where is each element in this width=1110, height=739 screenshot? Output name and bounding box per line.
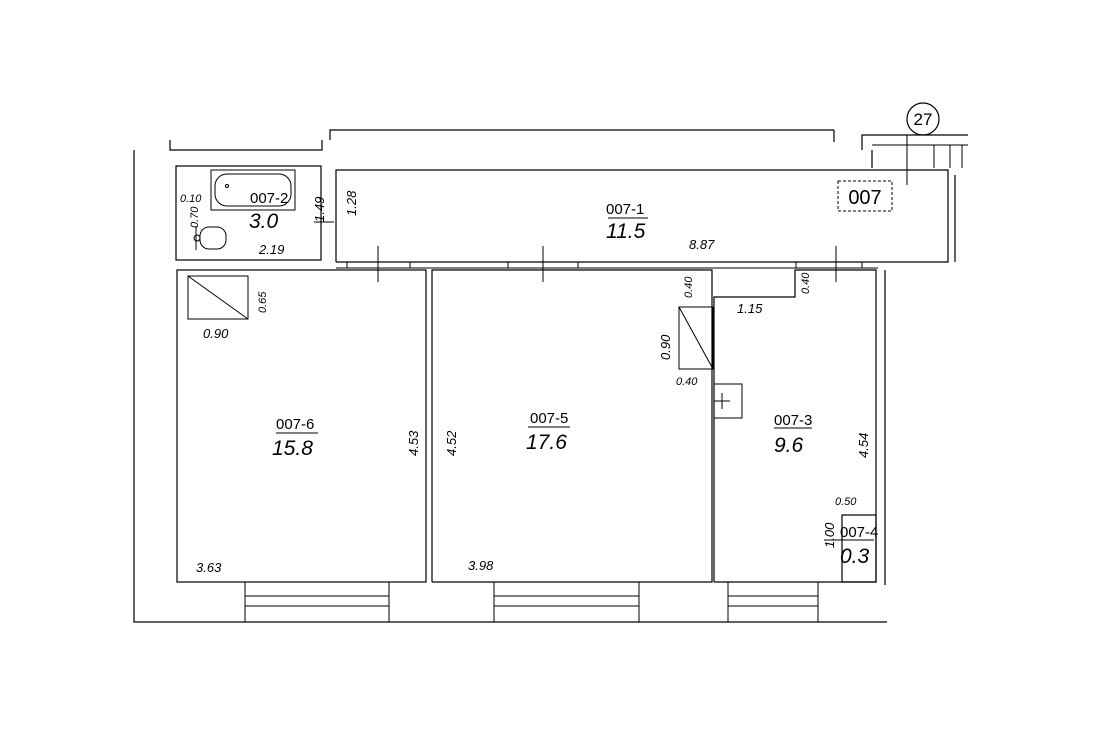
apartment-tag: 007 xyxy=(848,187,881,209)
dim-0-40-a: 0.40 xyxy=(683,276,695,298)
room-007-2: 007-2 3.0 0.10 0.70 2.19 1.49 xyxy=(175,165,334,261)
room-007-5: 0.40 0.90 0.40 007-5 17.6 4.52 3.98 xyxy=(431,269,714,622)
dim-0-10: 0.10 xyxy=(180,193,202,205)
room-area-007-2: 3.0 xyxy=(249,210,279,233)
axis-marker-label: 27 xyxy=(914,110,933,129)
dim-1-00: 1.00 xyxy=(822,522,837,548)
dim-4-52: 4.52 xyxy=(444,430,459,456)
dim-1-28: 1.28 xyxy=(344,190,359,216)
room-number-007-4: 007-4 xyxy=(840,524,878,541)
building-outline xyxy=(133,129,968,623)
dim-0-65: 0.65 xyxy=(257,291,269,313)
room-area-007-1: 11.5 xyxy=(606,220,646,243)
room-007-6: 0.65 0.90 007-6 15.8 4.53 3.63 xyxy=(176,269,427,622)
room-007-3: 1.15 0.40 007-3 9.6 4.54 xyxy=(713,269,877,622)
dim-0-50: 0.50 xyxy=(835,496,857,508)
room-number-007-6: 007-6 xyxy=(276,416,314,433)
dim-3-98: 3.98 xyxy=(468,558,494,573)
axis-marker: 27 xyxy=(906,102,940,185)
room-number-007-1: 007-1 xyxy=(606,201,644,218)
dim-1-15: 1.15 xyxy=(737,301,763,316)
dim-1-49: 1.49 xyxy=(312,197,327,222)
dim-4-54: 4.54 xyxy=(856,433,871,458)
room-area-007-3: 9.6 xyxy=(774,434,804,457)
dim-0-90-a: 0.90 xyxy=(203,326,229,341)
room-007-4: 0.50 1.00 007-4 0.3 xyxy=(822,496,878,583)
dim-0-90-b: 0.90 xyxy=(658,334,673,360)
dim-0-70: 0.70 xyxy=(189,206,201,228)
room-007-1: 007-1 11.5 1.28 8.87 007 xyxy=(335,169,949,282)
dim-2-19: 2.19 xyxy=(258,242,284,257)
dim-0-40-b: 0.40 xyxy=(800,272,812,294)
room-area-007-5: 17.6 xyxy=(526,431,567,454)
room-area-007-6: 15.8 xyxy=(272,437,313,460)
room-number-007-3: 007-3 xyxy=(774,412,812,429)
room-area-007-4: 0.3 xyxy=(840,545,870,568)
room-number-007-5: 007-5 xyxy=(530,410,568,427)
apartment-tag-box xyxy=(837,180,893,212)
dim-0-40-c: 0.40 xyxy=(676,376,698,388)
dim-3-63: 3.63 xyxy=(196,560,222,575)
room-number-007-2: 007-2 xyxy=(250,190,288,207)
dim-4-53: 4.53 xyxy=(406,430,421,456)
dim-8-87: 8.87 xyxy=(689,237,715,252)
